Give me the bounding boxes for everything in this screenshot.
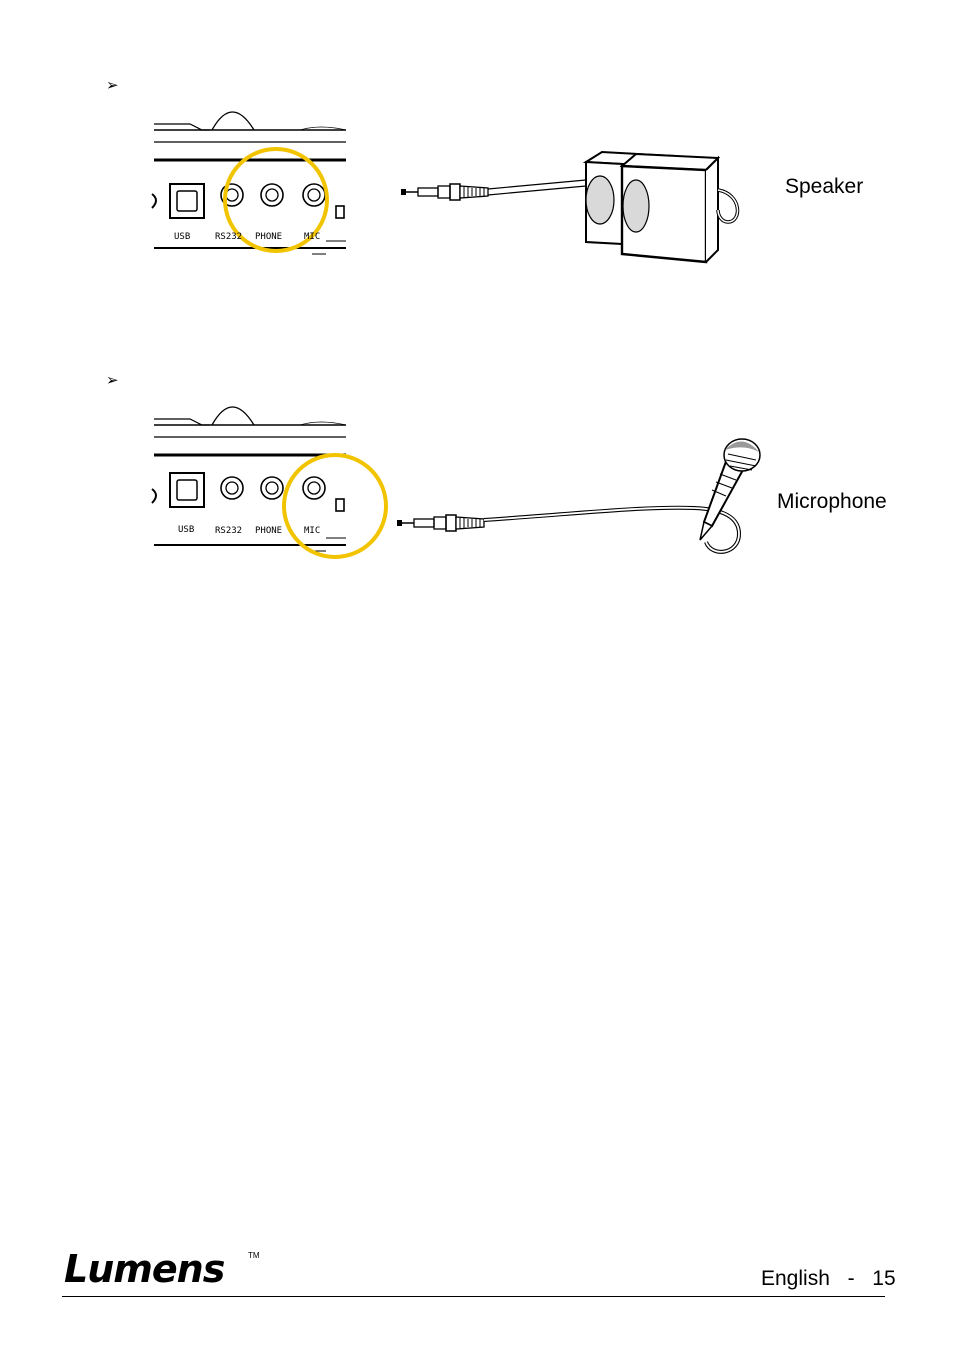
device-port-panel-2: USB RS232 PHONE MIC bbox=[150, 395, 395, 570]
port-label-mic: MIC bbox=[304, 232, 321, 242]
logo-wordmark: Lumens bbox=[64, 1247, 225, 1291]
footer-rule bbox=[62, 1296, 885, 1297]
microphone-label: Microphone bbox=[777, 490, 887, 513]
page-number: 15 bbox=[872, 1267, 896, 1290]
footer-separator: - bbox=[847, 1267, 855, 1290]
speaker-label: Speaker bbox=[785, 175, 864, 198]
port-label-rs232: RS232 bbox=[215, 232, 243, 242]
port-label-usb: USB bbox=[178, 525, 195, 535]
device-port-panel-1: USB RS232 PHONE MIC bbox=[150, 100, 390, 270]
trademark-mark: TM bbox=[248, 1251, 260, 1260]
port-label-phone: PHONE bbox=[255, 526, 283, 536]
microphone-illustration bbox=[394, 430, 774, 565]
footer-language: English bbox=[761, 1267, 830, 1290]
port-label-usb: USB bbox=[174, 232, 191, 242]
audio-jack-plug-icon bbox=[401, 179, 587, 201]
bullet-marker-1: ➢ bbox=[106, 76, 119, 94]
lumens-logo: Lumens TM bbox=[62, 1250, 262, 1292]
bullet-marker-2: ➢ bbox=[106, 371, 119, 389]
port-label-phone: PHONE bbox=[255, 232, 283, 242]
audio-jack-plug-icon bbox=[397, 514, 485, 532]
microphone-icon bbox=[699, 438, 761, 541]
speaker-icon bbox=[582, 150, 740, 264]
port-label-rs232: RS232 bbox=[215, 526, 243, 536]
speaker-illustration bbox=[398, 145, 758, 270]
port-label-mic: MIC bbox=[304, 526, 321, 536]
page-footer-label: English - 15 bbox=[761, 1268, 896, 1289]
